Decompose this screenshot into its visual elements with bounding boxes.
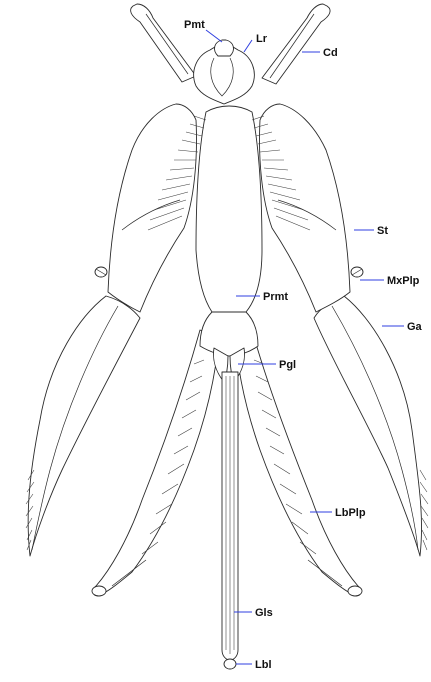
galea-right xyxy=(314,296,428,556)
label-prmt: Prmt xyxy=(263,291,288,303)
label-lr: Lr xyxy=(256,33,268,45)
prementum xyxy=(196,106,262,356)
label-pmt: Pmt xyxy=(184,19,205,31)
labellum xyxy=(224,659,236,669)
leader-lr xyxy=(244,40,252,52)
leader-pmt xyxy=(206,30,222,42)
label-st: St xyxy=(377,225,388,237)
labrum xyxy=(215,40,234,56)
label-pgl: Pgl xyxy=(279,359,296,371)
cardo-right xyxy=(262,4,330,84)
maxillary-palp-right xyxy=(351,267,363,277)
maxillary-palp-left xyxy=(95,267,107,277)
label-lbl: Lbl xyxy=(255,659,272,671)
stipes-right xyxy=(260,104,351,312)
label-cd: Cd xyxy=(323,47,338,59)
label-ga: Ga xyxy=(407,321,423,333)
glossa xyxy=(222,372,238,660)
label-gls: Gls xyxy=(255,607,273,619)
galea-left xyxy=(26,296,140,556)
label-mxplp: MxPlp xyxy=(387,275,420,287)
cardo-left xyxy=(131,4,196,82)
label-lbplp: LbPlp xyxy=(335,507,366,519)
